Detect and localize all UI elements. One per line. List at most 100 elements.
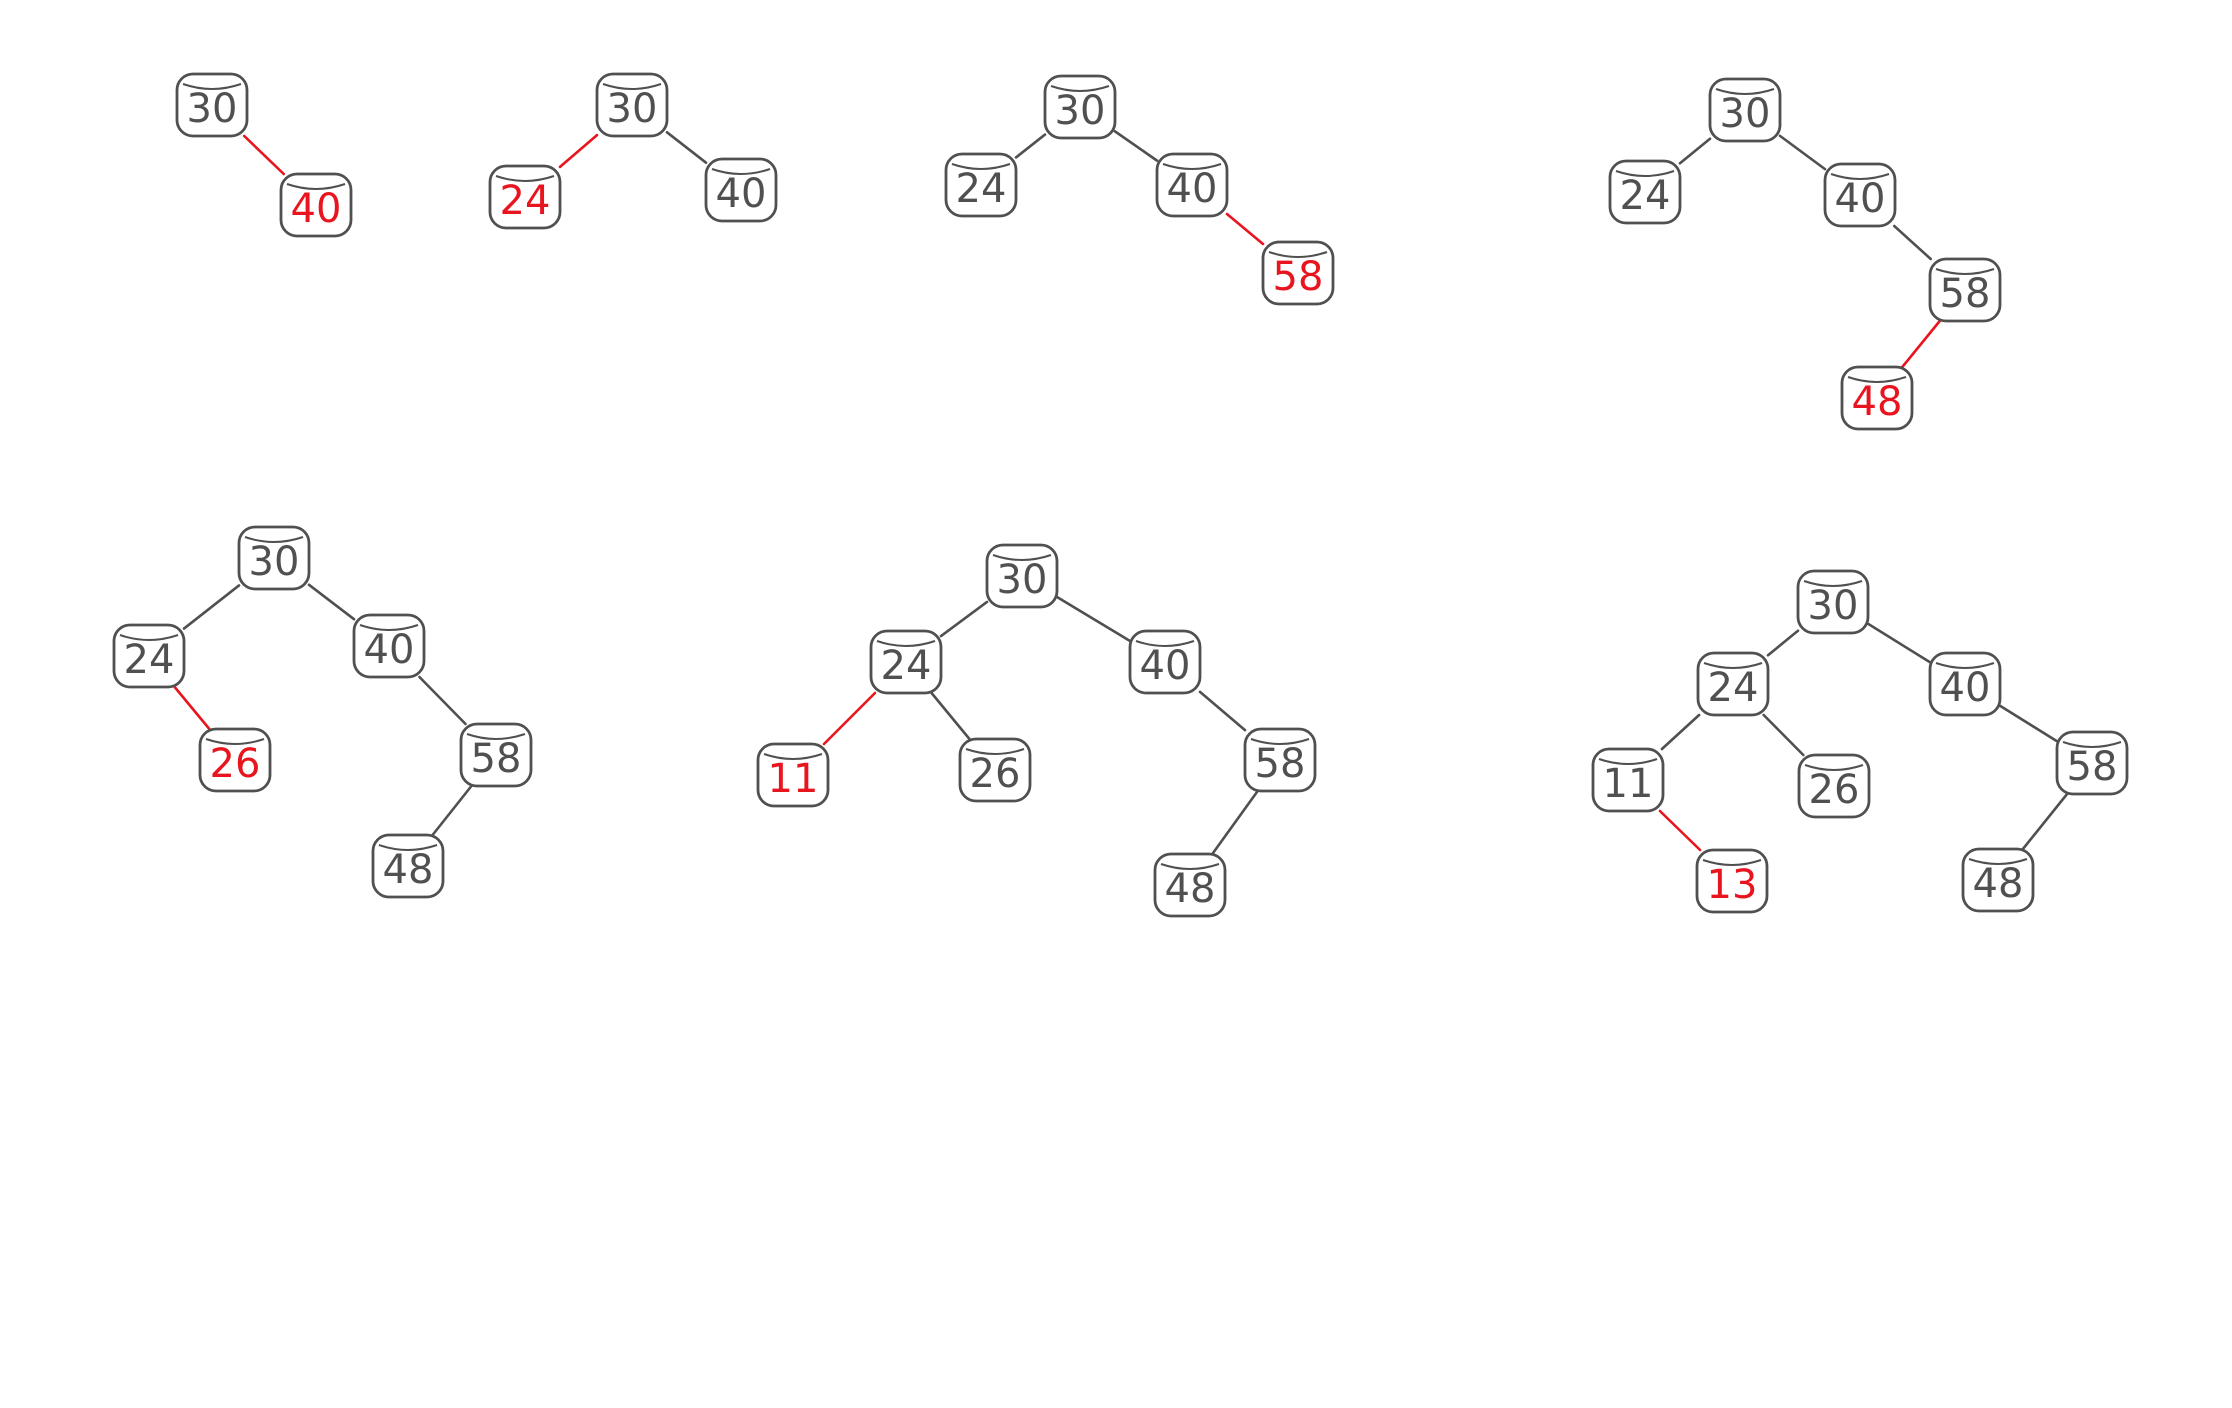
node-label: 48 — [1973, 861, 2024, 907]
edge-n30-n40-new — [242, 134, 286, 176]
node-rim — [1250, 738, 1310, 745]
node-label: 24 — [956, 166, 1007, 212]
node-rim — [1935, 662, 1995, 669]
edge-n58-n48 — [1211, 789, 1259, 856]
node-box — [371, 833, 445, 899]
node-box — [1840, 365, 1914, 431]
edge-n24-n11-new — [822, 691, 877, 746]
node-rim — [1135, 640, 1195, 647]
tree-node: 24 — [1696, 651, 1770, 717]
node-rim — [1268, 251, 1328, 258]
node-rim — [876, 640, 936, 647]
node-rim — [1162, 163, 1222, 170]
edge-n30-n24 — [182, 584, 241, 630]
edge-n24-n11 — [1660, 713, 1701, 751]
node-box — [1796, 569, 1870, 635]
tree-node: 40 — [1928, 651, 2002, 717]
node-label: 58 — [1940, 271, 1991, 317]
tree-node-new: 40 — [279, 172, 353, 238]
node-rim — [1050, 85, 1110, 92]
edge-n30-n24 — [1678, 137, 1712, 165]
tree-node: 48 — [1153, 852, 1227, 918]
node-box — [488, 164, 562, 230]
node-label: 30 — [607, 86, 658, 132]
node-box — [595, 72, 669, 138]
tree-node-new: 58 — [1261, 240, 1335, 306]
edge-n40-n58 — [1198, 690, 1247, 732]
edge-n30-n40 — [1113, 130, 1159, 162]
edge-n30-n40 — [307, 583, 356, 621]
edge-n30-n24 — [1766, 629, 1800, 657]
edge-n40-n58 — [418, 675, 467, 726]
node-label: 24 — [124, 637, 175, 683]
tree-node: 58 — [459, 722, 533, 788]
edge-n30-n24 — [1014, 133, 1047, 159]
tree-node: 40 — [352, 613, 426, 679]
edge-n11-n13-new — [1658, 809, 1702, 852]
edge-n30-n24 — [939, 600, 989, 638]
node-label: 58 — [471, 736, 522, 782]
node-rim — [1830, 173, 1890, 180]
node-rim — [205, 738, 265, 745]
edge-n58-n48 — [431, 784, 473, 837]
tree-node: 30 — [1043, 74, 1117, 140]
tree-node: 58 — [1928, 257, 2002, 323]
node-rim — [763, 753, 823, 760]
node-box — [279, 172, 353, 238]
tree-node: 26 — [958, 737, 1032, 803]
tree-node-new: 13 — [1695, 848, 1769, 914]
tree-node-new: 24 — [488, 164, 562, 230]
node-label: 58 — [2067, 744, 2118, 790]
node-box — [1696, 651, 1770, 717]
node-box — [237, 525, 311, 591]
node-box — [1695, 848, 1769, 914]
tree-node: 40 — [704, 157, 778, 223]
node-box — [1708, 77, 1782, 143]
node-rim — [992, 554, 1052, 561]
node-box — [1591, 747, 1665, 813]
node-label: 40 — [364, 627, 415, 673]
node-rim — [1803, 580, 1863, 587]
node-label: 40 — [1140, 643, 1191, 689]
node-label: 40 — [1167, 166, 1218, 212]
node-label: 30 — [249, 539, 300, 585]
tree-node: 40 — [1155, 152, 1229, 218]
node-rim — [602, 83, 662, 90]
node-box — [1961, 847, 2035, 913]
tree-node: 30 — [985, 543, 1059, 609]
node-box — [1243, 727, 1317, 793]
node-box — [756, 742, 830, 808]
node-label: 40 — [716, 171, 767, 217]
node-box — [1153, 852, 1227, 918]
edge-n30-n40 — [1866, 622, 1932, 664]
node-rim — [244, 536, 304, 543]
node-box — [198, 727, 272, 793]
node-box — [112, 623, 186, 689]
node-label: 48 — [1165, 866, 1216, 912]
node-box — [704, 157, 778, 223]
node-box — [985, 543, 1059, 609]
tree-node: 11 — [1591, 747, 1665, 813]
tree-node: 24 — [112, 623, 186, 689]
edge-n40-n58-new — [1225, 212, 1265, 246]
node-label: 30 — [997, 557, 1048, 603]
tree-node: 48 — [1961, 847, 2035, 913]
node-box — [2055, 730, 2129, 796]
node-label: 40 — [1940, 665, 1991, 711]
node-rim — [286, 183, 346, 190]
node-label: 11 — [768, 756, 819, 802]
node-label: 24 — [500, 178, 551, 224]
node-label: 48 — [383, 847, 434, 893]
node-rim — [1715, 88, 1775, 95]
node-rim — [119, 634, 179, 641]
node-box — [1155, 152, 1229, 218]
node-rim — [1804, 764, 1864, 771]
edge-n24-n26-new — [173, 685, 211, 731]
edge-n24-n26 — [1762, 713, 1805, 757]
node-rim — [1615, 170, 1675, 177]
